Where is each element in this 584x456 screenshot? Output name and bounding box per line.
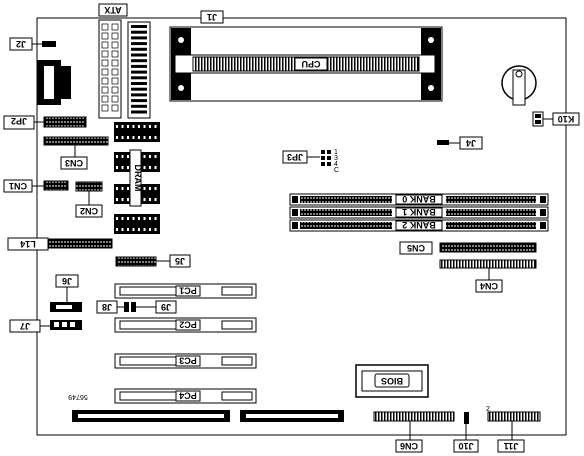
pci-slot-label: PC4 (179, 391, 197, 401)
part-number: 56749 (68, 393, 88, 400)
dram-label: DRAM (133, 165, 143, 192)
j11-connector: 2 J11 (486, 406, 541, 453)
j10-jumper: J10 (453, 412, 479, 453)
j8-jumper: J8 (96, 300, 136, 314)
k10-label: K10 (558, 114, 575, 124)
j11-label: J11 (504, 441, 519, 451)
cn4-connector: CN4 (439, 259, 537, 293)
pci-slot-label: PC3 (179, 356, 197, 366)
pci-slot-label: PC2 (179, 320, 197, 330)
j2-label: J2 (16, 39, 26, 49)
cn5-connector: CN5 (399, 241, 537, 255)
memory-bank-label: BANK 2 (402, 220, 436, 230)
pci-slot-1: PC1 (114, 283, 257, 299)
jp3-pinc: C (334, 167, 339, 174)
jp2-label: JP2 (11, 116, 27, 126)
cn3-label: CN3 (65, 158, 83, 168)
j9-label: J9 (161, 302, 171, 312)
j4-header: J4 (437, 136, 483, 150)
j9-jumper: J9 (136, 300, 177, 314)
j4-label: J4 (466, 138, 476, 148)
cn5-label: CN5 (407, 243, 425, 253)
cn1-label: CN1 (9, 181, 27, 191)
l14-label: L14 (20, 239, 36, 249)
memory-bank-label: BANK 1 (402, 207, 436, 217)
j11-pin-label: 2 (486, 406, 490, 413)
j5-header: J5 (115, 254, 191, 268)
isa-slots (72, 410, 344, 422)
j6-header: J6 (50, 274, 82, 312)
serial-port-connector (37, 60, 71, 105)
memory-banks: BANK 0 BANK 1 BANK 2 (289, 193, 549, 232)
j7-header: J7 (9, 319, 82, 333)
jp3-pin4: 4 (334, 161, 338, 168)
bios-label: BIOS (381, 376, 403, 386)
memory-bank-1: BANK 1 (289, 206, 549, 219)
atx-connector: ATX (98, 3, 151, 119)
cn4-label: CN4 (480, 281, 498, 291)
j8-label: J8 (102, 302, 112, 312)
cn1-connector: CN1 (3, 179, 69, 193)
pci-slot-4: PC4 (114, 388, 257, 404)
cpu-slot: CPU (169, 26, 443, 102)
j1-label: J1 (207, 12, 217, 22)
memory-bank-2: BANK 2 (289, 219, 549, 232)
atx-label: ATX (104, 5, 121, 15)
j7-label: J7 (20, 321, 30, 331)
jp3-pin1: 1 (334, 149, 338, 156)
jp3-pin3: 3 (334, 155, 338, 162)
pci-slot-label: PC1 (179, 286, 197, 296)
j6-label: J6 (62, 276, 72, 286)
memory-bank-0: BANK 0 (289, 193, 549, 206)
bios-chip: BIOS (355, 364, 429, 398)
j2-header: J2 (9, 37, 56, 51)
dram-label-box: DRAM (129, 149, 143, 207)
j5-label: J5 (175, 256, 185, 266)
cn3-connector: CN3 (43, 136, 109, 170)
pci-slot-3: PC3 (114, 353, 257, 369)
cn2-connector: CN2 (75, 181, 103, 218)
dram-chip (114, 122, 160, 142)
cn2-label: CN2 (80, 206, 98, 216)
jp3-jumper: JP3 1 3 4 C (282, 149, 339, 174)
battery (501, 65, 537, 106)
memory-bank-label: BANK 0 (402, 194, 436, 204)
k10-jumper: K10 (532, 111, 580, 127)
cn6-connector: CN6 (373, 411, 455, 453)
cn6-label: CN6 (400, 441, 418, 451)
jp2-header: JP2 (3, 115, 87, 130)
dram-chip (114, 214, 160, 234)
cpu-label: CPU (301, 59, 320, 69)
jp3-label: JP3 (287, 152, 303, 162)
l14-connector: L14 (7, 237, 113, 251)
j10-label: J10 (458, 441, 473, 451)
pci-slot-2: PC2 (114, 317, 257, 333)
